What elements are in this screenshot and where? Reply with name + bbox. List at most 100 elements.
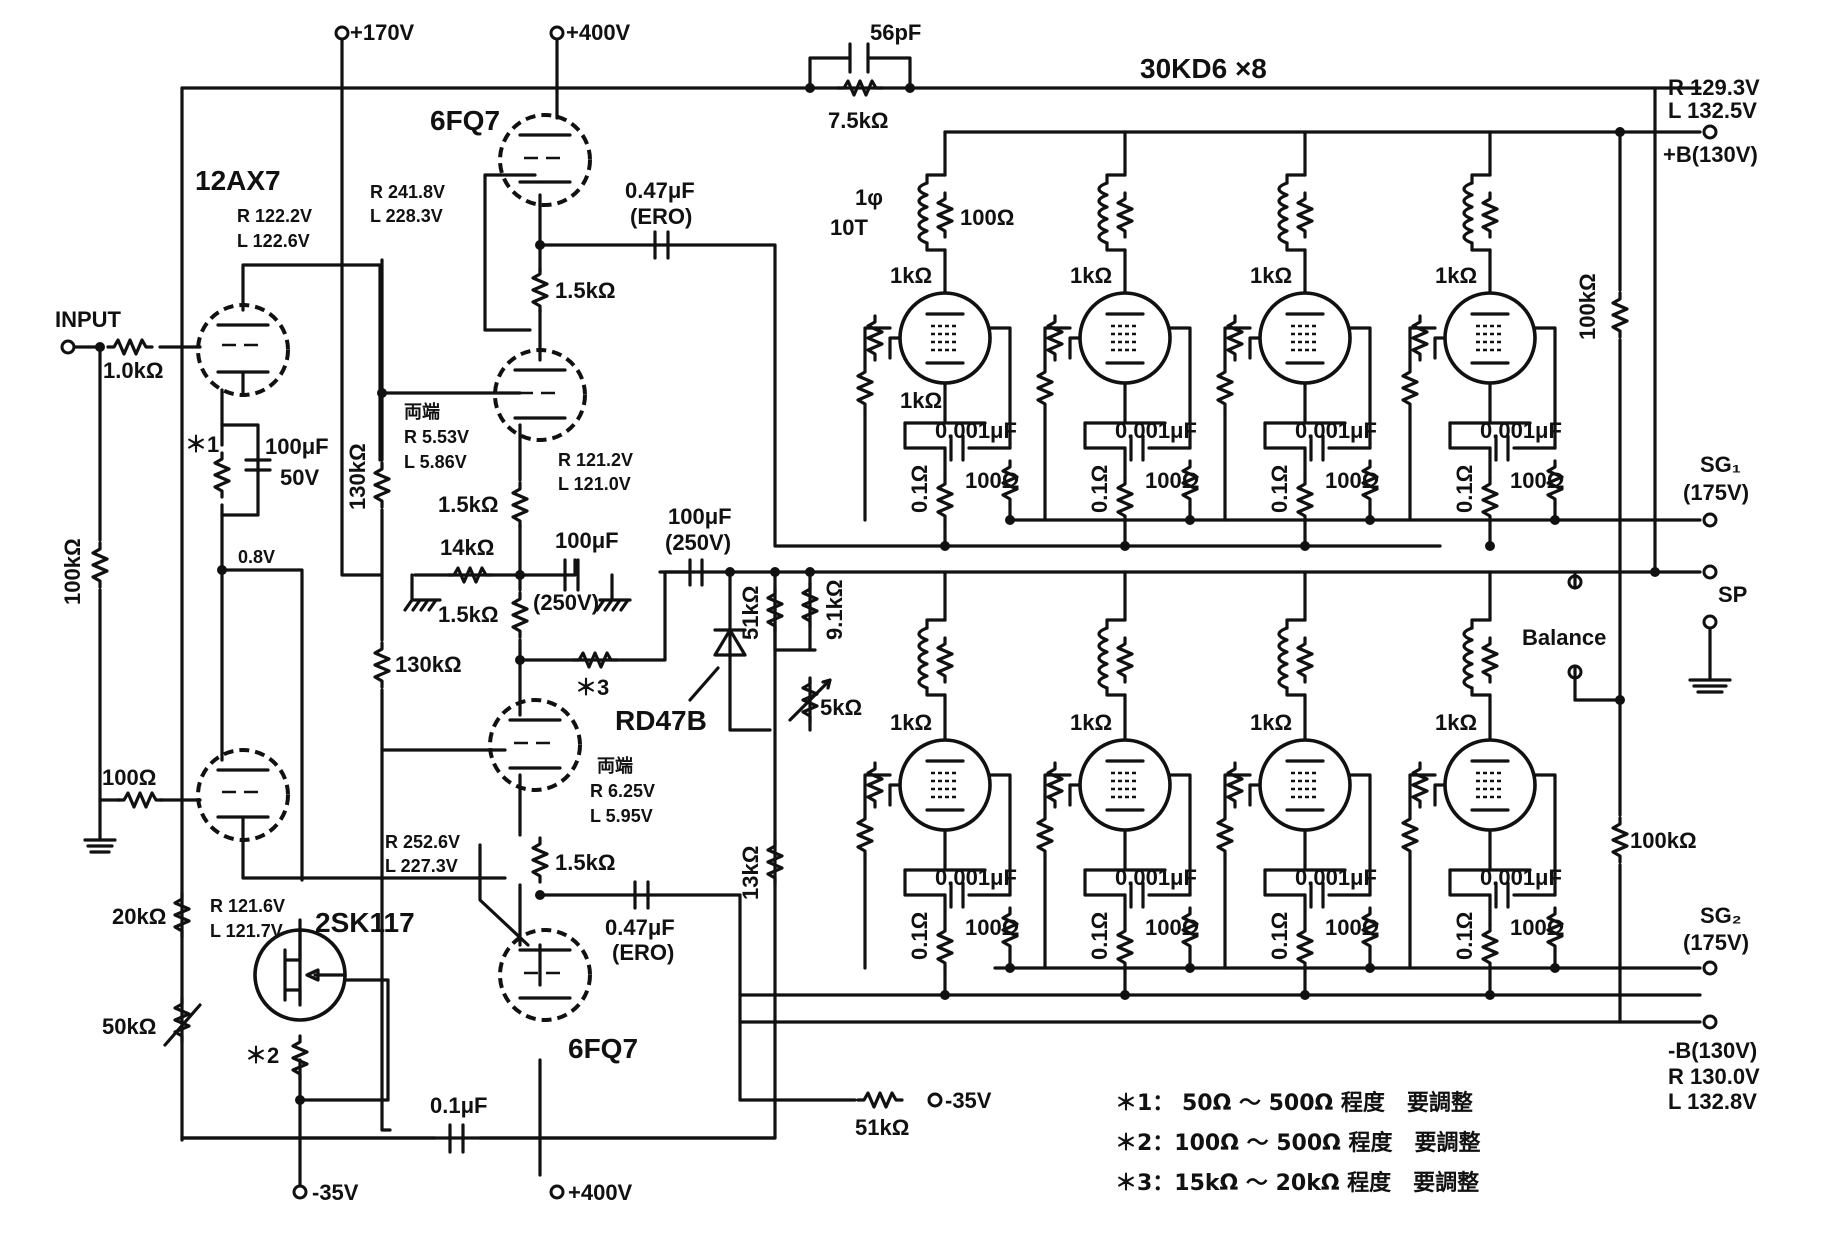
sg2: SG₂ [1700,903,1742,928]
both1-l: L 5.86V [404,452,467,472]
r9k1: 9.1kΩ [822,580,847,640]
plusb: +B(130V) [1663,142,1758,167]
r100k-side-b: 100kΩ [1630,828,1697,853]
label-1k-2: 1kΩ [1070,263,1112,288]
c100u-mid: 100μF [555,528,619,553]
ero-a: (ERO) [630,204,692,229]
r50k: 50kΩ [102,1014,156,1039]
both1-r: R 5.53V [404,427,469,447]
label-01-8: 0.1Ω [1452,912,1477,960]
ax7-l: L 122.6V [237,231,310,251]
mid-l: L 121.0V [558,474,631,494]
label-0001uf-8: 0.001μF [1480,865,1562,890]
fq7t-r: R 241.8V [370,182,445,202]
label-coil-r-1: 100Ω [960,205,1014,230]
wiring [68,33,1702,1192]
r20k: 20kΩ [112,904,166,929]
tube-6fq7-bottom [498,928,592,1022]
star3: ＊3 [575,675,609,700]
label-01-4: 0.1Ω [1452,465,1477,513]
label-0001uf-5: 0.001μF [935,865,1017,890]
label-100-5: 100Ω [965,915,1019,940]
label-100-3: 100Ω [1325,468,1379,493]
v08: 0.8V [238,547,275,567]
sg2-v: (175V) [1683,930,1749,955]
label-100-7: 100Ω [1325,915,1379,940]
both2: 両端 [597,756,633,776]
balance: Balance [1522,625,1606,650]
label-01-1: 0.1Ω [907,465,932,513]
ero-b: (ERO) [612,940,674,965]
m35-left: -35V [312,1180,359,1205]
r1k-in: 1.0kΩ [103,358,163,383]
input-label: INPUT [55,307,122,332]
output-stage: 1kΩ0.001μF100Ω0.1Ω1kΩ100Ω1φ10T1kΩ0.001μF… [830,130,1564,1000]
passives [91,42,1629,1154]
r5k: 5kΩ [820,695,862,720]
label-coil-turns-1: 10T [830,215,868,240]
both2-r: R 6.25V [590,781,655,801]
label-100-4: 100Ω [1510,468,1564,493]
r1k5-b: 1.5kΩ [438,492,498,517]
label-01-3: 0.1Ω [1267,465,1292,513]
sg1-v: (175V) [1683,480,1749,505]
label-100-6: 100Ω [1145,915,1199,940]
mid-r: R 121.2V [558,450,633,470]
star2: ＊2 [245,1043,279,1068]
tube-12ax7-top [196,303,290,397]
r100-grid: 100Ω [102,765,156,790]
tube-12ax7-bottom [196,748,290,842]
star1: ＊1 [185,432,219,457]
r13k: 13kΩ [738,846,763,900]
c100u-right: 100μF [668,504,732,529]
m35-right: -35V [945,1088,992,1113]
fq7b-l: L 227.3V [385,856,458,876]
both2-l: L 5.95V [590,806,653,826]
r1k5-d: 1.5kΩ [555,850,615,875]
ax7-r: R 122.2V [237,206,312,226]
label-01-7: 0.1Ω [1267,912,1292,960]
plusb-r: R 129.3V [1668,75,1760,100]
label-100-1: 100Ω [965,468,1019,493]
p400-top-label: +400V [566,20,631,45]
r1k5-c: 1.5kΩ [438,602,498,627]
label-1k-4: 1kΩ [1435,263,1477,288]
note-3: ＊3：15kΩ ～ 20kΩ 程度 要調整 [1115,1170,1479,1196]
r51k-a: 51kΩ [738,586,763,640]
r130k-a: 130kΩ [345,443,370,510]
v250-right: (250V) [665,530,731,555]
label-100-8: 100Ω [1510,915,1564,940]
v250-mid: (250V) [533,590,599,615]
output-tube-8: 1kΩ 0.001μF 100Ω 0.1Ω [1401,570,1564,1000]
label-1k-6: 1kΩ [1070,710,1112,735]
fq7t-l: L 228.3V [370,206,443,226]
fq7b-r: R 252.6V [385,832,460,852]
fet-r: R 121.6V [210,896,285,916]
r1k5-a: 1.5kΩ [555,278,615,303]
label-0001uf-3: 0.001μF [1295,418,1377,443]
fet-label: 2SK117 [315,907,415,938]
label-01-5: 0.1Ω [907,912,932,960]
label-1k-5: 1kΩ [890,710,932,735]
r7k5: 7.5kΩ [828,108,888,133]
tube-6fq7-top [498,113,592,207]
both1: 両端 [404,402,440,422]
terminals [60,25,1732,1200]
c100u50: 100μF [265,434,329,459]
label-1k-8: 1kΩ [1435,710,1477,735]
plusb-l: L 132.5V [1668,98,1757,123]
ground-symbols [83,573,632,854]
fq7-bot-label: 6FQ7 [568,1033,638,1064]
c047-a: 0.47μF [625,178,695,203]
tube-6fq7-mid [493,348,587,442]
title: 30KD6 ×8 [1140,53,1267,84]
c047-b: 0.47μF [605,915,675,940]
minusb: -B(130V) [1668,1038,1757,1063]
diode-label: RD47B [615,705,707,736]
minusb-l: L 132.8V [1668,1089,1757,1114]
